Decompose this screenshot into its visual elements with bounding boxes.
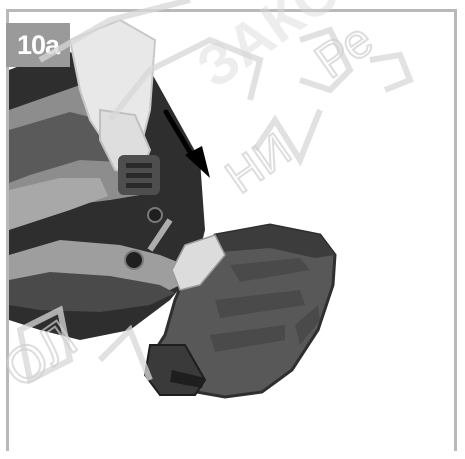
guard-rim: [215, 225, 335, 258]
guard-clamp-detail: [170, 370, 205, 388]
screw-2: [147, 207, 163, 223]
guard-rib-4: [295, 305, 320, 345]
guard-rib-2: [215, 290, 305, 318]
spindle-neck: [171, 234, 226, 291]
direction-arrow-head: [185, 146, 210, 178]
screw-1: [124, 250, 144, 270]
switch-button-ridge-1: [126, 163, 152, 168]
housing-band-lower-dark: [9, 272, 175, 312]
switch-button-ridge-3: [126, 183, 152, 188]
switch-button-ridge-2: [126, 173, 152, 178]
guard-rib-1: [230, 258, 310, 282]
figure-label: 10a: [6, 23, 70, 67]
housing-band-stripe-2: [9, 178, 108, 230]
guard-rib-3: [210, 325, 285, 352]
